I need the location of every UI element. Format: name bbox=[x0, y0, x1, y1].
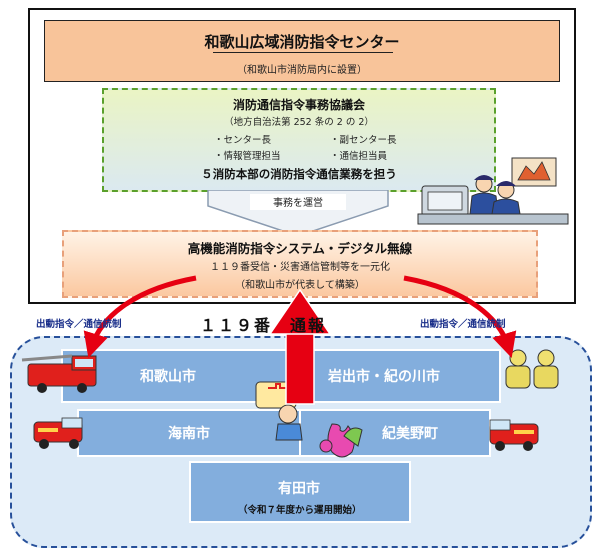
ladder-truck-icon bbox=[21, 354, 97, 393]
role-info-management: ・情報管理担当 bbox=[214, 151, 281, 162]
region-label-kimino: 紀美野町 bbox=[382, 426, 438, 442]
council-duty: ５消防本部の消防指令通信業務を担う bbox=[201, 167, 397, 181]
title-underline bbox=[213, 52, 393, 53]
role-comm-staff: ・通信担当員 bbox=[330, 151, 388, 162]
role-deputy-chief: ・副センター長 bbox=[330, 135, 397, 146]
fire-engine-icon-left bbox=[33, 417, 83, 449]
command-center-title: 和歌山広域消防指令センター bbox=[204, 33, 400, 51]
report-119-label: １１９番 通報 bbox=[200, 316, 327, 335]
role-center-chief: ・センター長 bbox=[214, 135, 272, 146]
command-center-subtitle: （和歌山市消防局内に設置） bbox=[237, 65, 367, 76]
council-law-reference: （地方自治法第 252 条の 2 の 2） bbox=[224, 117, 374, 128]
region-label-wakayama: 和歌山市 bbox=[140, 369, 196, 385]
dispatch-arrow-right bbox=[403, 275, 517, 358]
firefighters-icon bbox=[505, 349, 559, 389]
operate-label: 事務を運営 bbox=[250, 194, 346, 210]
dispatch-arrow-left bbox=[83, 275, 197, 358]
council-box: 消防通信指令事務協議会 （地方自治法第 252 条の 2 の 2） ・センター長… bbox=[102, 88, 496, 192]
region-label-kainan: 海南市 bbox=[168, 426, 210, 442]
command-center-header: 和歌山広域消防指令センター （和歌山市消防局内に設置） bbox=[44, 20, 560, 82]
arita-note: （令和７年度から運用開始） bbox=[238, 505, 362, 516]
council-title: 消防通信指令事務協議会 bbox=[232, 98, 365, 112]
system-description: １１９番受信・災害通信管制等を一元化 bbox=[210, 262, 390, 273]
region-label-arita: 有田市 bbox=[278, 481, 320, 497]
fire-character-icon bbox=[319, 423, 363, 458]
fire-engine-icon-right bbox=[489, 419, 539, 451]
system-note: （和歌山市が代表して構築） bbox=[235, 280, 365, 291]
dispatch-system-box: 高機能消防指令システム・デジタル無線 １１９番受信・災害通信管制等を一元化 （和… bbox=[62, 230, 538, 298]
dispatch-label-right: 出動指令／通信統制 bbox=[420, 319, 506, 330]
operator-illustration bbox=[417, 157, 569, 225]
dispatch-label-left: 出動指令／通信統制 bbox=[36, 319, 122, 330]
system-title: 高機能消防指令システム・デジタル無線 bbox=[187, 241, 413, 256]
region-shape-arita bbox=[189, 461, 411, 523]
region-label-iwade: 岩出市・紀の川市 bbox=[328, 369, 440, 385]
report-arrow-up-icon bbox=[268, 288, 332, 405]
